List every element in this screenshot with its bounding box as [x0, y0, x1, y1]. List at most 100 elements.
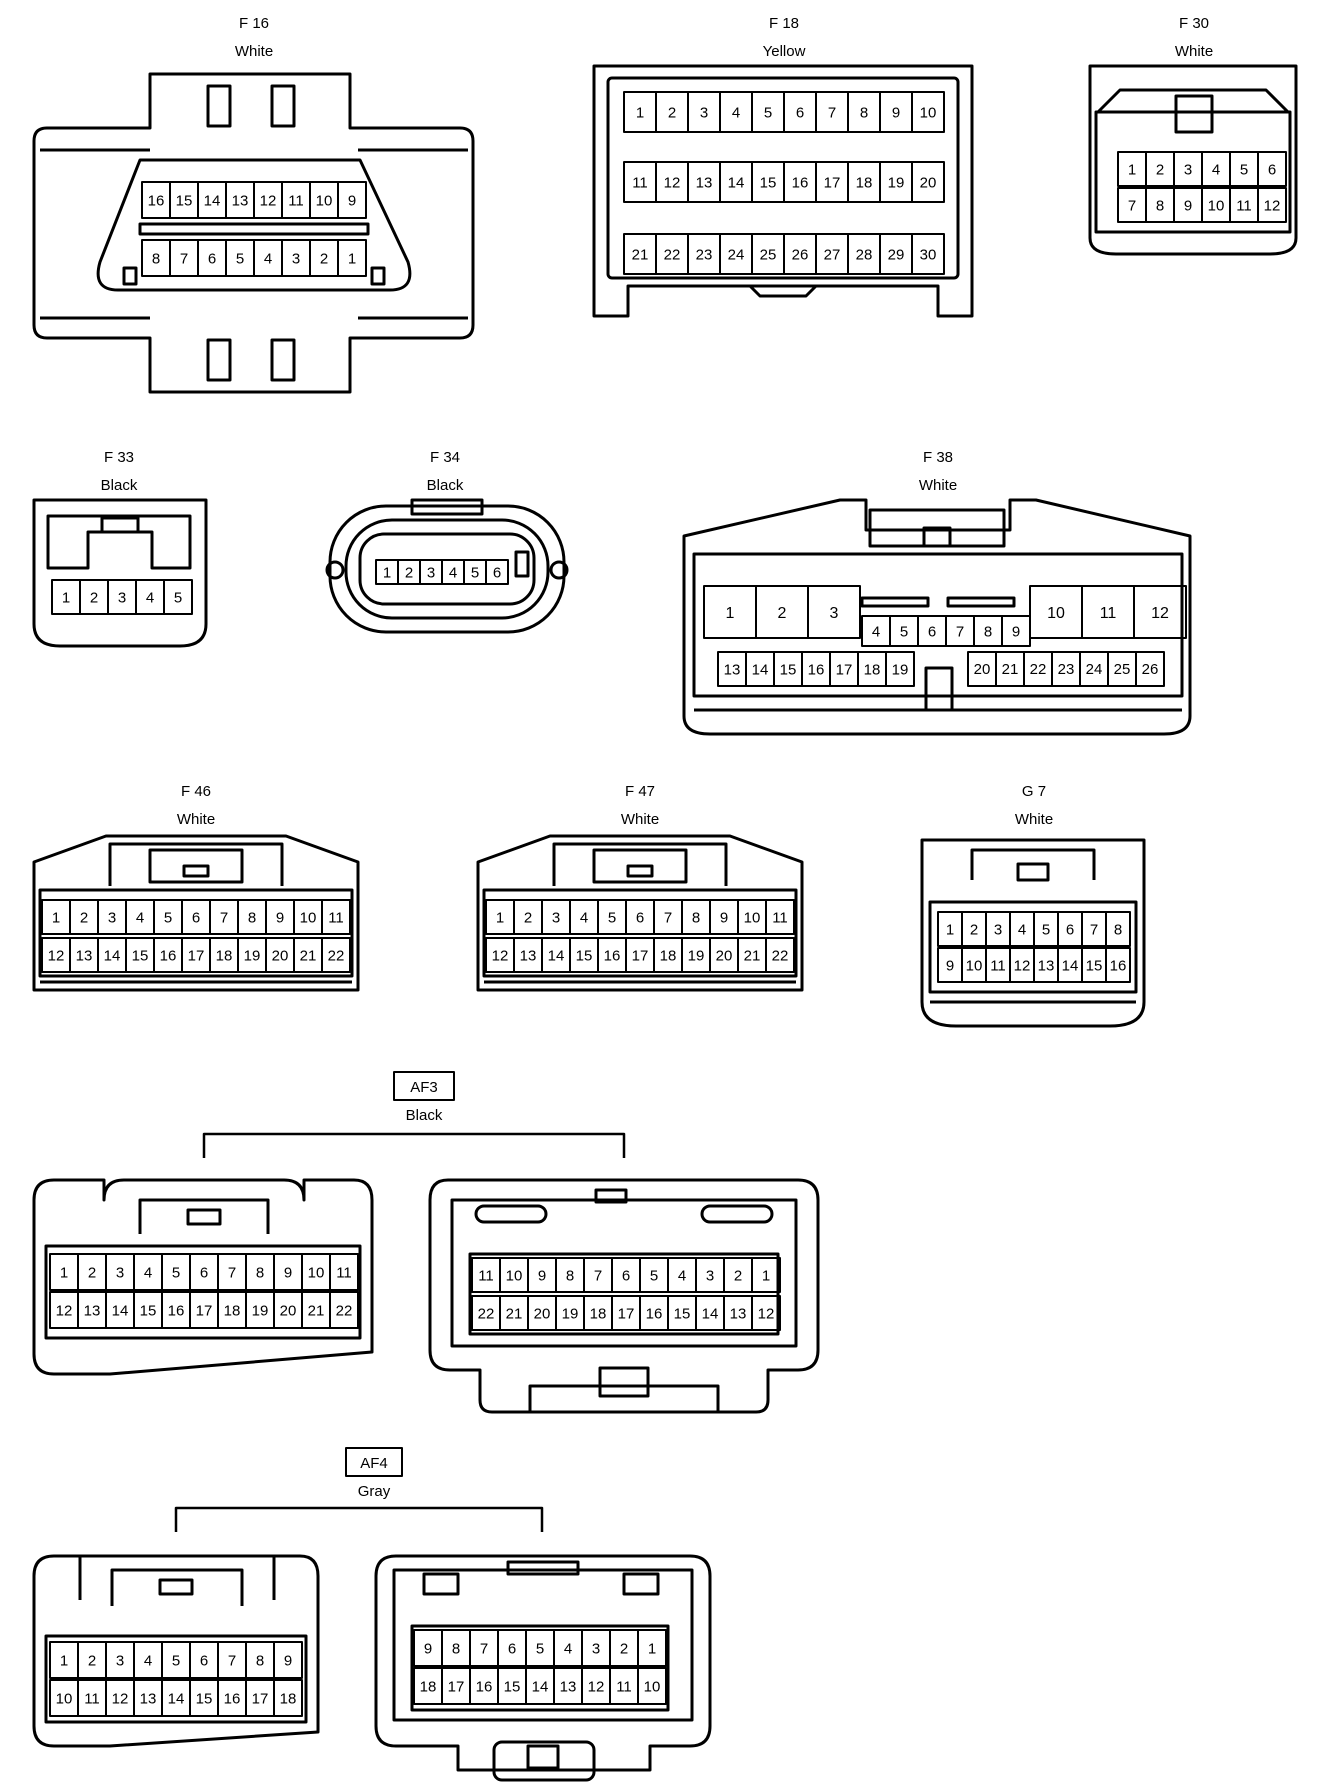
f38-big-right-cell: [1133, 585, 1187, 639]
af3-right-r2-pin: 17: [618, 1305, 635, 1322]
f30-color: White: [1175, 43, 1213, 60]
f38-big-right-pin: 10: [1047, 605, 1065, 622]
f46-r2-pin: 18: [216, 947, 233, 964]
g7-r2-pin: 10: [966, 957, 983, 974]
af3-right-r1-pin: 10: [506, 1267, 523, 1284]
g7-color: White: [1015, 811, 1053, 828]
f38-code: F 38: [923, 449, 953, 466]
af4-code-box: [345, 1447, 403, 1477]
af3-right-r1-cell: [751, 1257, 781, 1293]
af3-left-r1-pin: 8: [256, 1264, 264, 1281]
af4-right-r2-pin: 10: [644, 1678, 661, 1695]
af3-left-r2-pin: 15: [140, 1302, 157, 1319]
f38-low-right-pin: 24: [1086, 661, 1103, 678]
f18-r2-pin: 13: [696, 174, 713, 191]
af3-left-r2-pin: 14: [112, 1302, 129, 1319]
af3-right-r1-pin: 7: [594, 1267, 602, 1284]
f47-r1-pin: 3: [552, 909, 560, 926]
f38-mid-pin: 5: [900, 623, 908, 640]
af3-left-r2-pin: 20: [280, 1302, 297, 1319]
f16-r1-pin: 10: [316, 192, 333, 209]
f18-r1-pin: 8: [860, 104, 868, 121]
f47-r1-pin: 2: [524, 909, 532, 926]
f38-big-right-pin: 11: [1100, 605, 1117, 622]
af4-right-r2-pin: 18: [420, 1678, 437, 1695]
af3-left-housing: [32, 1178, 374, 1376]
f16-r2-pin: 5: [236, 250, 244, 267]
g7-r2-pin: 15: [1086, 957, 1103, 974]
f38-low-left-pin: 13: [724, 661, 741, 678]
f47-r2-pin: 14: [548, 947, 565, 964]
f33-code: F 33: [104, 449, 134, 466]
f18-r3-pin: 28: [856, 246, 873, 263]
f38-mid-pin: 6: [928, 623, 936, 640]
f46-r2-pin: 22: [328, 947, 345, 964]
f33-r1-pin: 1: [62, 589, 70, 606]
f47-r1-pin: 4: [580, 909, 588, 926]
f34-r1-pin: 2: [405, 564, 413, 581]
af3-right-r1-pin: 3: [706, 1267, 714, 1284]
f46-housing: [32, 834, 360, 992]
f18-r1-pin: 7: [828, 104, 836, 121]
af3-code: AF3: [410, 1079, 438, 1096]
af4-left-r2-pin: 15: [196, 1690, 213, 1707]
g7-r2-pin: 11: [990, 957, 1006, 974]
f18-r1-pin: 2: [668, 104, 676, 121]
f18-r2-pin: 12: [664, 174, 681, 191]
f16-r2-pin: 8: [152, 250, 160, 267]
f34-r1-pin: 5: [471, 564, 479, 581]
af4-left-r2-pin: 13: [140, 1690, 157, 1707]
af3-left-r1-pin: 3: [116, 1264, 124, 1281]
af4-left-r2-cell: [273, 1679, 303, 1717]
f30-r1-pin: 3: [1184, 161, 1192, 178]
af3-left-r2-cell: [329, 1291, 359, 1329]
af3-left-r1-pin: 9: [284, 1264, 292, 1281]
af4-left-r1-pin: 9: [284, 1652, 292, 1669]
f46-r1-pin: 11: [328, 909, 344, 926]
f47-r2-pin: 22: [772, 947, 789, 964]
f16-r2-pin: 4: [264, 250, 272, 267]
g7-r2-pin: 16: [1110, 957, 1127, 974]
f18-r3-cell: [911, 233, 945, 275]
f16-housing: [32, 72, 475, 394]
f16-r2-pin: 2: [320, 250, 328, 267]
f30-r1-pin: 4: [1212, 161, 1220, 178]
f34-color: Black: [427, 477, 464, 494]
f46-r2-pin: 16: [160, 947, 177, 964]
af4-right-housing: [374, 1554, 712, 1772]
af3-left-r2-pin: 13: [84, 1302, 101, 1319]
f16-code: F 16: [239, 15, 269, 32]
af3-code-box: [393, 1071, 455, 1101]
f46-r2-cell: [321, 937, 351, 973]
g7-code: G 7: [1022, 783, 1046, 800]
af3-right-r1-pin: 9: [538, 1267, 546, 1284]
f33-housing: [32, 498, 208, 648]
f38-low-left-pin: 16: [808, 661, 825, 678]
f18-r3-pin: 23: [696, 246, 713, 263]
af3-left-r1-pin: 7: [228, 1264, 236, 1281]
f47-r2-pin: 15: [576, 947, 593, 964]
f47-color: White: [621, 811, 659, 828]
g7-housing: [920, 838, 1146, 1028]
f30-r1-cell: [1257, 151, 1287, 187]
f18-r1-pin: 4: [732, 104, 740, 121]
af4-left-r2-pin: 11: [84, 1690, 100, 1707]
f46-r1-pin: 10: [300, 909, 317, 926]
f18-r3-pin: 29: [888, 246, 905, 263]
f33-r1-pin: 3: [118, 589, 126, 606]
